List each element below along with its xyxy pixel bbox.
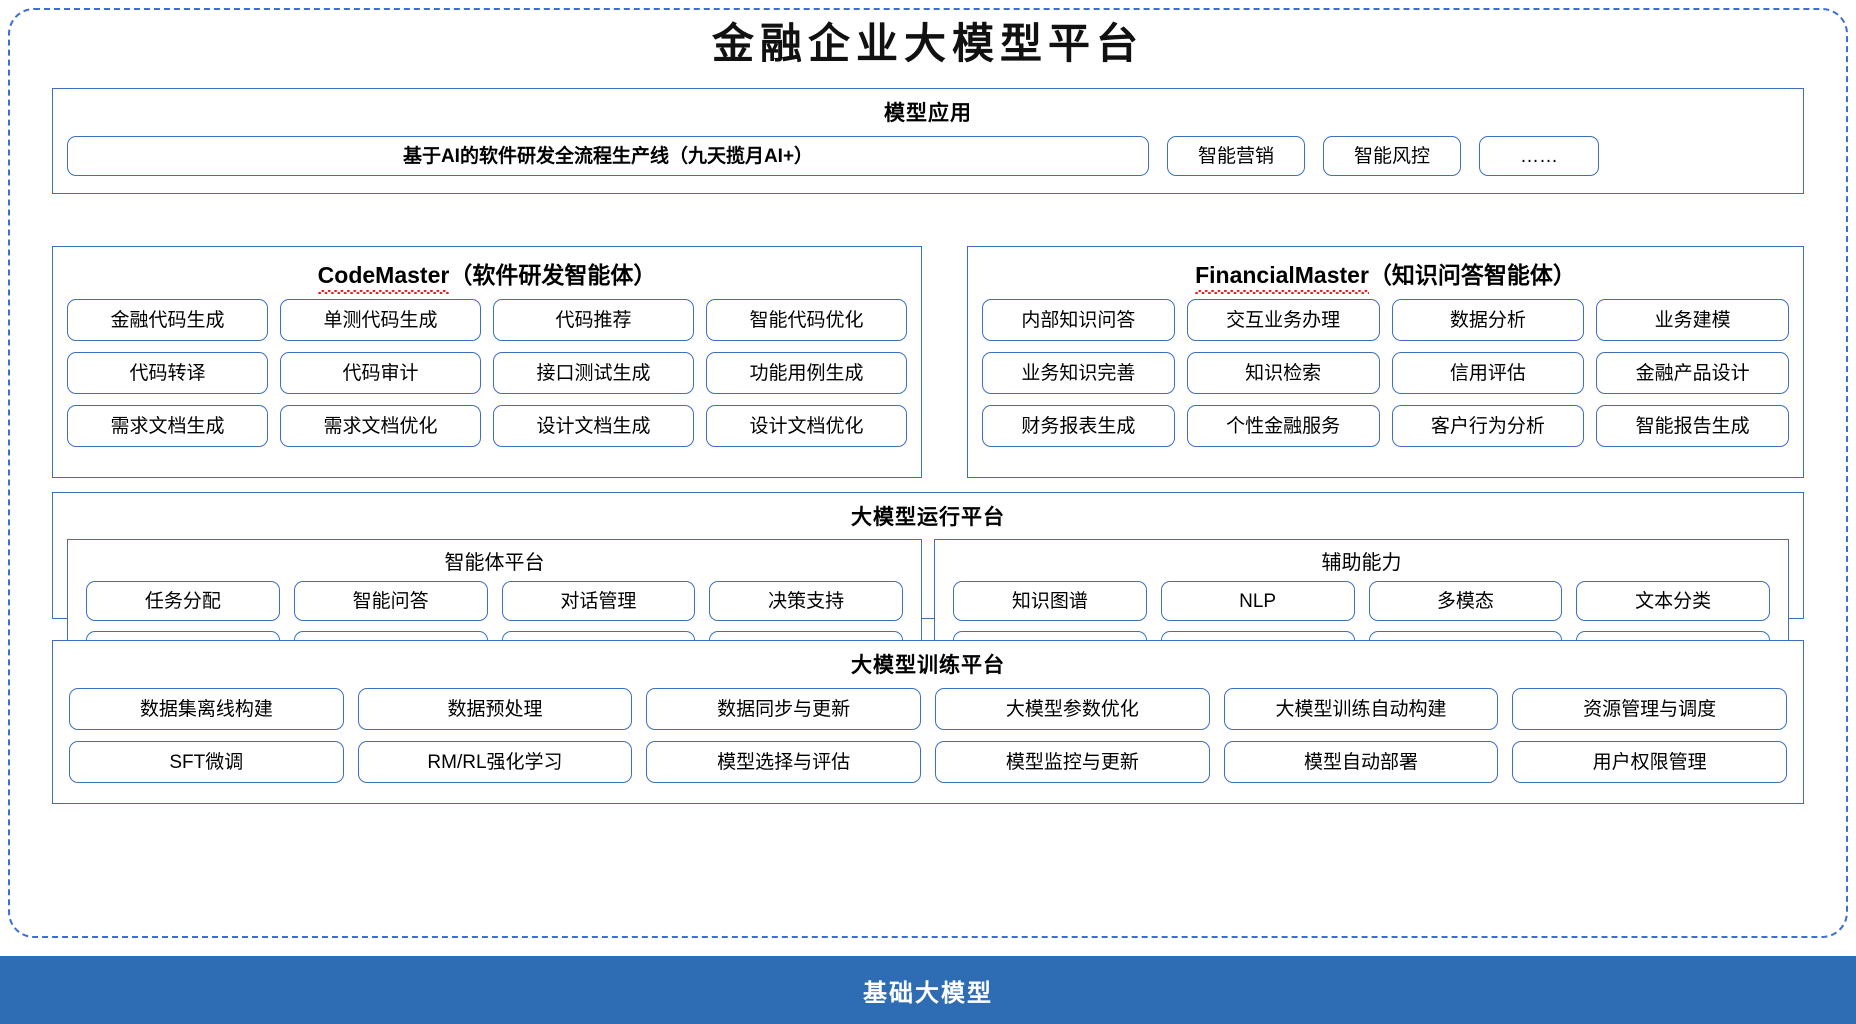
capability-item[interactable]: 金融代码生成	[67, 299, 268, 341]
capability-item[interactable]: 代码审计	[280, 352, 481, 394]
foundation-model-bar: 基础大模型	[0, 956, 1856, 1024]
financialmaster-brand-name: FinancialMaster	[1195, 262, 1369, 294]
model-application-row: 基于AI的软件研发全流程生产线（九天揽月AI+） 智能营销 智能风控 ……	[53, 136, 1803, 176]
section-title-training-platform: 大模型训练平台	[851, 654, 1005, 677]
runtime-item[interactable]: 知识图谱	[953, 581, 1147, 621]
training-item[interactable]: SFT微调	[69, 741, 344, 783]
training-item[interactable]: 数据预处理	[357, 688, 633, 730]
capability-item[interactable]: 个性金融服务	[1186, 405, 1380, 447]
codemaster-brand-suffix: （软件研发智能体）	[449, 262, 657, 288]
section-financialmaster-agent: FinancialMaster（知识问答智能体） 内部知识问答 交互业务办理 数…	[967, 246, 1804, 478]
section-model-application: 模型应用 基于AI的软件研发全流程生产线（九天揽月AI+） 智能营销 智能风控 …	[52, 88, 1804, 194]
capability-item[interactable]: 交互业务办理	[1186, 299, 1380, 341]
capability-item[interactable]: 需求文档生成	[67, 405, 268, 447]
capability-item[interactable]: 知识检索	[1186, 352, 1380, 394]
training-item[interactable]: RM/RL强化学习	[357, 741, 633, 783]
capability-item[interactable]: 设计文档生成	[493, 405, 694, 447]
page-title: 金融企业大模型平台	[711, 22, 1144, 68]
capability-item[interactable]: 信用评估	[1391, 352, 1585, 394]
capability-item[interactable]: 内部知识问答	[982, 299, 1175, 341]
section-codemaster-agent: CodeMaster（软件研发智能体） 金融代码生成 单测代码生成 代码推荐 智…	[52, 246, 922, 478]
training-item[interactable]: 大模型参数优化	[934, 688, 1210, 730]
codemaster-capability-grid: 金融代码生成 单测代码生成 代码推荐 智能代码优化 代码转译 代码审计 接口测试…	[53, 291, 921, 461]
training-item[interactable]: 数据集离线构建	[69, 688, 344, 730]
capability-item[interactable]: 业务知识完善	[982, 352, 1175, 394]
runtime-item[interactable]: 决策支持	[709, 581, 903, 621]
model-application-primary-item[interactable]: 基于AI的软件研发全流程生产线（九天揽月AI+）	[67, 136, 1149, 176]
capability-item[interactable]: 需求文档优化	[280, 405, 481, 447]
training-platform-grid: 数据集离线构建 数据预处理 数据同步与更新 大模型参数优化 大模型训练自动构建 …	[53, 679, 1803, 797]
section-title-runtime-platform: 大模型运行平台	[851, 506, 1005, 529]
platform-outer-frame	[8, 8, 1848, 938]
runtime-item[interactable]: NLP	[1160, 581, 1355, 621]
training-item[interactable]: 资源管理与调度	[1512, 688, 1787, 730]
runtime-item[interactable]: 任务分配	[86, 581, 280, 621]
capability-item[interactable]: 数据分析	[1391, 299, 1585, 341]
model-application-item[interactable]: ……	[1479, 136, 1600, 176]
section-runtime-platform: 大模型运行平台 智能体平台 任务分配 智能问答 对话管理 决策支持 任务调度 行…	[52, 492, 1804, 682]
capability-item[interactable]: 接口测试生成	[493, 352, 694, 394]
capability-item[interactable]: 智能代码优化	[706, 299, 907, 341]
capability-item[interactable]: 代码转译	[67, 352, 268, 394]
runtime-item[interactable]: 智能问答	[293, 581, 488, 621]
financialmaster-brand-suffix: （知识问答智能体）	[1368, 262, 1576, 288]
financialmaster-capability-grid: 内部知识问答 交互业务办理 数据分析 业务建模 业务知识完善 知识检索 信用评估…	[968, 291, 1803, 461]
capability-item[interactable]: 代码推荐	[493, 299, 694, 341]
foundation-model-label: 基础大模型	[863, 979, 993, 1007]
codemaster-brand-name: CodeMaster	[317, 262, 449, 294]
capability-item[interactable]: 财务报表生成	[982, 405, 1175, 447]
model-application-item[interactable]: 智能营销	[1167, 136, 1306, 176]
capability-item[interactable]: 设计文档优化	[706, 405, 907, 447]
training-item[interactable]: 数据同步与更新	[646, 688, 921, 730]
runtime-item[interactable]: 文本分类	[1576, 581, 1770, 621]
subpanel-title-agent-platform: 智能体平台	[444, 552, 545, 574]
capability-item[interactable]: 业务建模	[1596, 299, 1789, 341]
codemaster-panel-title: CodeMaster（软件研发智能体）	[53, 256, 921, 294]
subpanel-title-auxiliary-capability: 辅助能力	[1321, 552, 1402, 574]
capability-item[interactable]: 单测代码生成	[280, 299, 481, 341]
capability-item[interactable]: 金融产品设计	[1596, 352, 1789, 394]
capability-item[interactable]: 客户行为分析	[1391, 405, 1585, 447]
training-item[interactable]: 模型选择与评估	[646, 741, 921, 783]
runtime-item[interactable]: 多模态	[1368, 581, 1563, 621]
training-item[interactable]: 模型监控与更新	[934, 741, 1210, 783]
section-title-model-application: 模型应用	[884, 102, 972, 125]
capability-item[interactable]: 智能报告生成	[1596, 405, 1789, 447]
training-item[interactable]: 大模型训练自动构建	[1223, 688, 1499, 730]
section-training-platform: 大模型训练平台 数据集离线构建 数据预处理 数据同步与更新 大模型参数优化 大模…	[52, 640, 1804, 804]
model-application-item[interactable]: 智能风控	[1323, 136, 1462, 176]
capability-item[interactable]: 功能用例生成	[706, 352, 907, 394]
financialmaster-panel-title: FinancialMaster（知识问答智能体）	[968, 256, 1803, 294]
training-item[interactable]: 模型自动部署	[1223, 741, 1499, 783]
training-item[interactable]: 用户权限管理	[1512, 741, 1787, 783]
runtime-item[interactable]: 对话管理	[501, 581, 696, 621]
